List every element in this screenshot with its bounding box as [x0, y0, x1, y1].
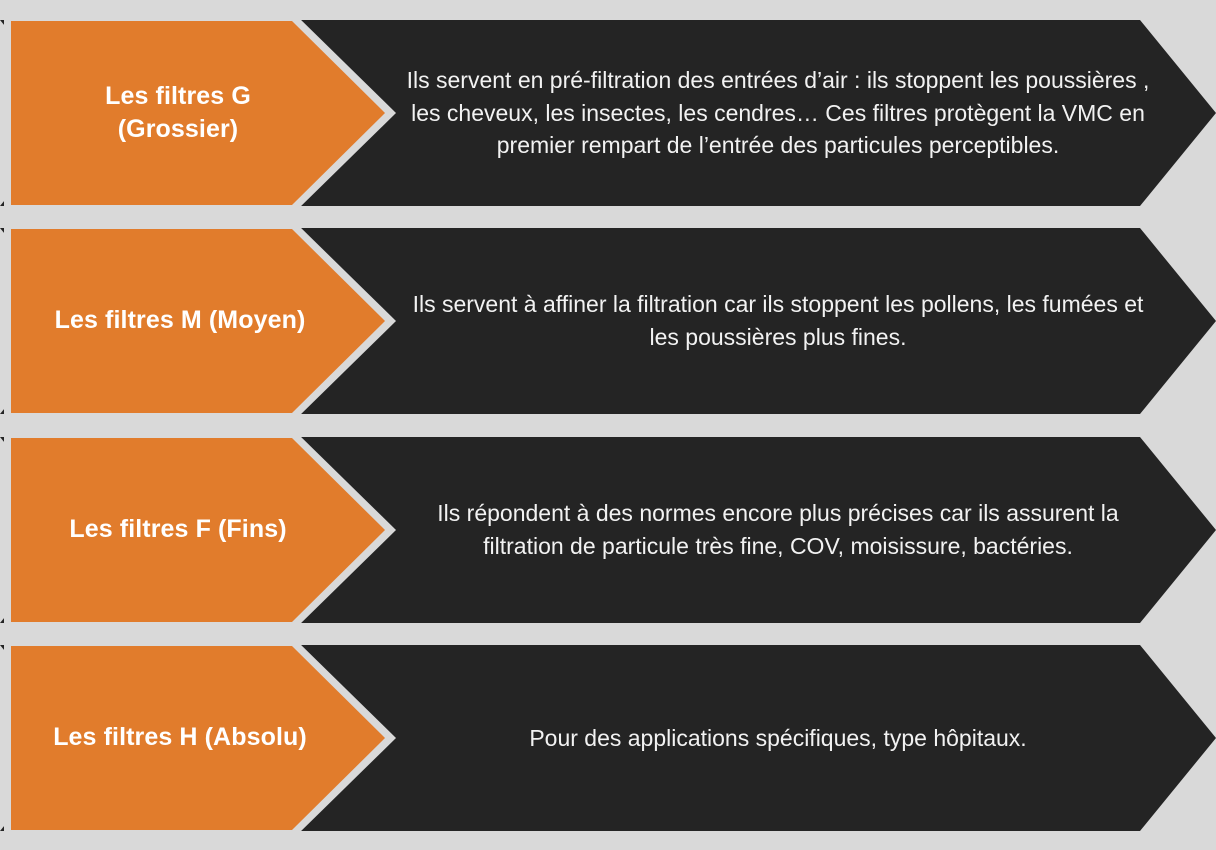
row-description-text: Ils servent à affiner la filtration car … — [412, 291, 1144, 350]
row-description: Ils servent en pré-filtration des entrée… — [400, 20, 1156, 206]
category-arrow: Les filtres H (Absolu) — [11, 646, 385, 830]
category-arrow: Les filtres M (Moyen) — [11, 229, 385, 413]
row-description-text: Ils servent en pré-filtration des entrée… — [406, 67, 1150, 159]
category-arrow: Les filtres G (Grossier) — [11, 21, 385, 205]
category-label: Les filtres G (Grossier) — [38, 80, 358, 147]
row-description: Ils répondent à des normes encore plus p… — [400, 437, 1156, 623]
category-label-line1: Les filtres G — [105, 81, 251, 110]
chevron-row-filtres-h: Pour des applications spécifiques, type … — [0, 640, 1216, 836]
chevron-row-filtres-f: Ils répondent à des normes encore plus p… — [0, 432, 1216, 628]
row-description-text: Ils répondent à des normes encore plus p… — [437, 500, 1119, 559]
category-label-line1: Les filtres M (Moyen) — [54, 306, 306, 335]
category-label: Les filtres H (Absolu) — [22, 721, 374, 754]
category-arrow: Les filtres F (Fins) — [11, 438, 385, 622]
category-label-line2: (Grossier) — [117, 115, 239, 143]
row-description: Ils servent à affiner la filtration car … — [400, 228, 1156, 414]
chevron-row-filtres-g: Ils servent en pré-filtration des entrée… — [0, 15, 1216, 211]
category-label: Les filtres F (Fins) — [38, 513, 358, 546]
category-label-line1: Les filtres F (Fins) — [69, 515, 287, 544]
row-description: Pour des applications spécifiques, type … — [400, 645, 1156, 831]
category-label: Les filtres M (Moyen) — [22, 304, 374, 337]
row-description-text: Pour des applications spécifiques, type … — [529, 724, 1027, 751]
category-label-line1: Les filtres H (Absolu) — [53, 723, 307, 752]
chevron-row-filtres-m: Ils servent à affiner la filtration car … — [0, 223, 1216, 419]
